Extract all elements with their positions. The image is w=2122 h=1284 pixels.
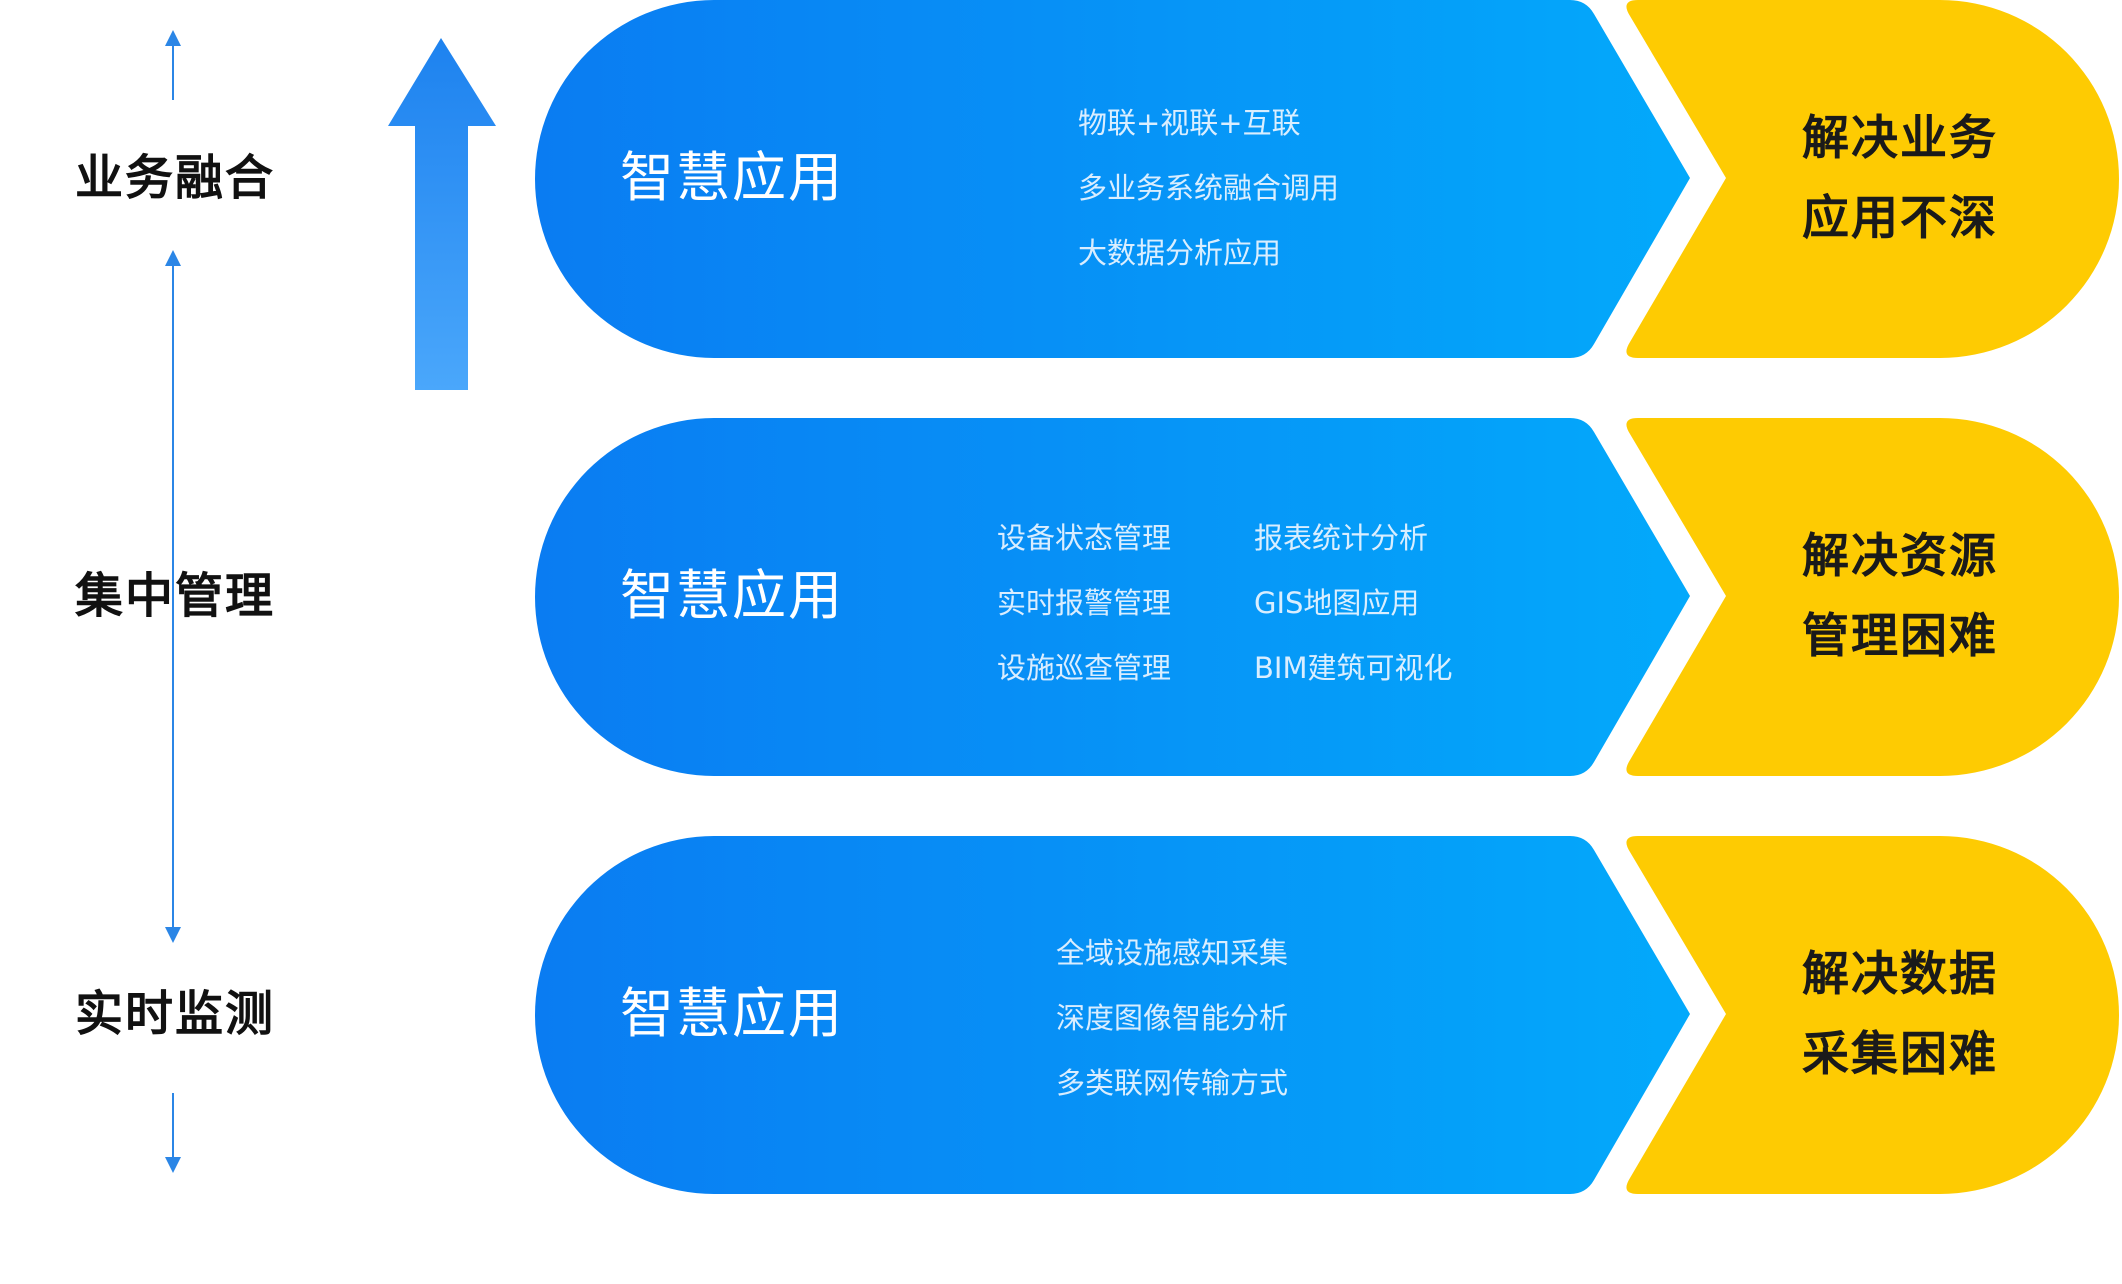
level-label-business-fusion: 业务融合 bbox=[74, 150, 275, 206]
row-2-feature-right-3: BIM建筑可视化 bbox=[1254, 651, 1453, 685]
upward-arrow-icon bbox=[388, 38, 496, 390]
row-1-result: 解决业务 应用不深 bbox=[1740, 99, 2060, 259]
row-3-feature-2: 深度图像智能分析 bbox=[1056, 1001, 1289, 1035]
row-2-feature-left-3: 设施巡查管理 bbox=[997, 651, 1172, 685]
row-3-title: 智慧应用 bbox=[620, 982, 844, 1045]
blue-band-row-1 bbox=[535, 0, 1690, 358]
row-1-result-line-2: 应用不深 bbox=[1802, 191, 1998, 246]
level-label-realtime-monitoring: 实时监测 bbox=[74, 986, 275, 1042]
row-1-title: 智慧应用 bbox=[620, 146, 844, 209]
blue-band-row-2 bbox=[535, 418, 1690, 776]
row-2-result-line-2: 管理困难 bbox=[1802, 609, 1998, 664]
blue-band-row-3 bbox=[535, 836, 1690, 1194]
row-3-result-line-2: 采集困难 bbox=[1802, 1027, 1998, 1082]
row-2-feature-right-1: 报表统计分析 bbox=[1254, 521, 1429, 555]
row-2-title: 智慧应用 bbox=[620, 564, 844, 627]
row-2-feature-left-2: 实时报警管理 bbox=[997, 586, 1172, 620]
row-1-feature-1: 物联+视联+互联 bbox=[1078, 106, 1301, 140]
yellow-shape-row-3 bbox=[1626, 836, 2119, 1194]
row-3-feature-3: 多类联网传输方式 bbox=[1056, 1066, 1289, 1100]
row-3-result-line-1: 解决数据 bbox=[1802, 947, 1998, 1002]
row-2-result: 解决资源 管理困难 bbox=[1740, 517, 2060, 677]
yellow-shape-row-2 bbox=[1626, 418, 2119, 776]
row-3-result: 解决数据 采集困难 bbox=[1740, 935, 2060, 1095]
row-1-feature-3: 大数据分析应用 bbox=[1078, 236, 1282, 270]
row-1-result-line-1: 解决业务 bbox=[1802, 111, 1998, 166]
row-3-feature-1: 全域设施感知采集 bbox=[1056, 936, 1289, 970]
row-2-feature-left-1: 设备状态管理 bbox=[997, 521, 1172, 555]
level-label-central-management: 集中管理 bbox=[74, 568, 275, 624]
row-2-result-line-1: 解决资源 bbox=[1802, 529, 1998, 584]
yellow-shape-row-1 bbox=[1626, 0, 2119, 358]
row-2-feature-right-2: GIS地图应用 bbox=[1254, 586, 1420, 620]
row-1-feature-2: 多业务系统融合调用 bbox=[1078, 171, 1340, 205]
